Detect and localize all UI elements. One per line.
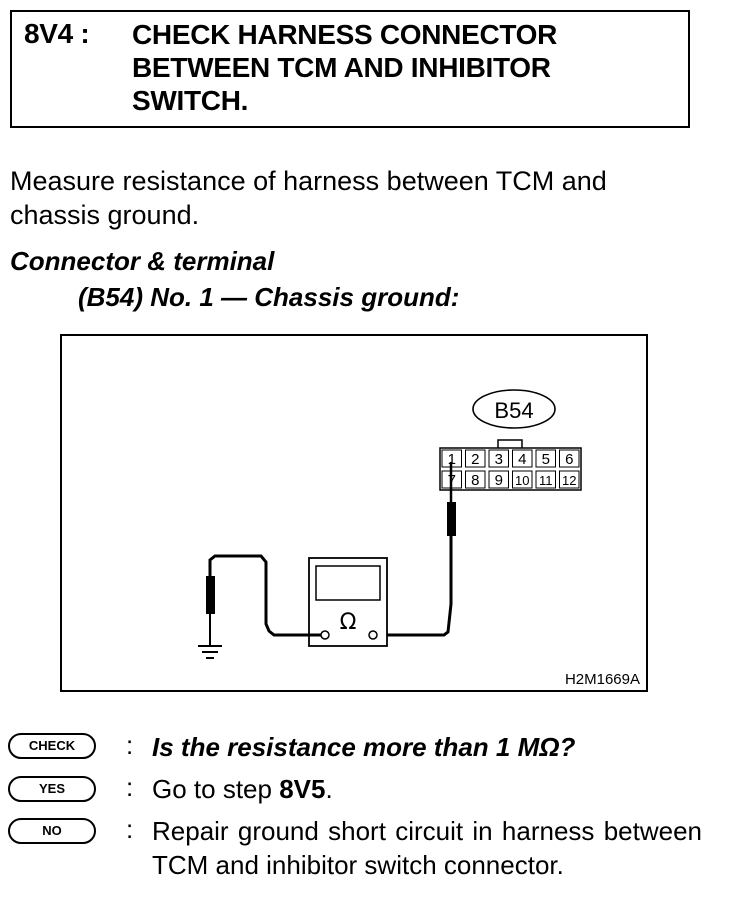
terminal-cell [488, 449, 509, 468]
terminal-cell [559, 449, 580, 468]
meter-terminal-left [320, 630, 330, 640]
connector-oval [472, 389, 556, 429]
check-question: Is the resistance more than 1 MΩ? [152, 732, 576, 762]
connector-spec: (B54) No. 1 — Chassis ground: [78, 282, 460, 312]
step-header-box: 8V4 : CHECK HARNESS CONNECTOR BETWEEN TC… [10, 10, 690, 128]
terminal-label: 12 [562, 473, 576, 488]
terminal-label: 10 [515, 473, 529, 488]
terminal-label: 8 [471, 472, 479, 489]
terminal-cell [512, 449, 533, 468]
yes-step-link: 8V5 [279, 774, 326, 804]
terminal-label: 3 [495, 451, 503, 468]
connector-body: 123456789101112 [439, 447, 582, 491]
terminal-label: 1 [448, 451, 456, 468]
connector-name-label: B54 [494, 398, 533, 423]
terminal-cell [535, 470, 556, 489]
connector-outline [439, 447, 582, 491]
no-badge: NO [8, 818, 96, 844]
terminal-cell [465, 449, 486, 468]
terminal-cell [559, 470, 580, 489]
ohm-symbol: Ω [340, 610, 357, 635]
step-title: CHECK HARNESS CONNECTOR BETWEEN TCM AND … [132, 19, 558, 116]
terminal-label: 6 [565, 451, 573, 468]
terminal-cell [512, 470, 533, 489]
meter-lead-left [208, 554, 321, 637]
wiring-figure: B54 123456789101112 Ω H2M1669A [60, 334, 648, 692]
figure-code: H2M1669A [565, 671, 640, 688]
terminal-cell [465, 470, 486, 489]
check-badge: CHECK [8, 733, 96, 759]
yes-colon: : [126, 772, 134, 802]
terminal-cell [535, 449, 556, 468]
meter-lead-right [378, 536, 453, 637]
terminal-label: 5 [542, 451, 550, 468]
instruction-text: Measure resistance of harness between TC… [10, 166, 607, 230]
step-number: 8V4 : [24, 18, 90, 49]
no-action: Repair ground short circuit in harness b… [152, 816, 702, 880]
terminal-label: 11 [539, 473, 553, 488]
probe-handle-upper [447, 502, 456, 536]
meter-terminal-right [368, 630, 378, 640]
probe-handle-lower [206, 576, 215, 614]
terminal-label: 2 [471, 451, 479, 468]
yes-action-suffix: . [325, 774, 333, 804]
connector-latch [497, 439, 523, 448]
connector-heading: Connector & terminal [10, 246, 275, 276]
multimeter-display [315, 565, 381, 601]
terminal-cell [488, 470, 509, 489]
yes-badge: YES [8, 776, 96, 802]
yes-action: Go to step 8V5. [152, 772, 702, 806]
terminal-label: 4 [518, 451, 526, 468]
yes-action-prefix: Go to step [152, 774, 280, 804]
no-colon: : [126, 814, 134, 844]
terminal-label: 9 [495, 472, 503, 489]
check-colon: : [126, 730, 134, 760]
